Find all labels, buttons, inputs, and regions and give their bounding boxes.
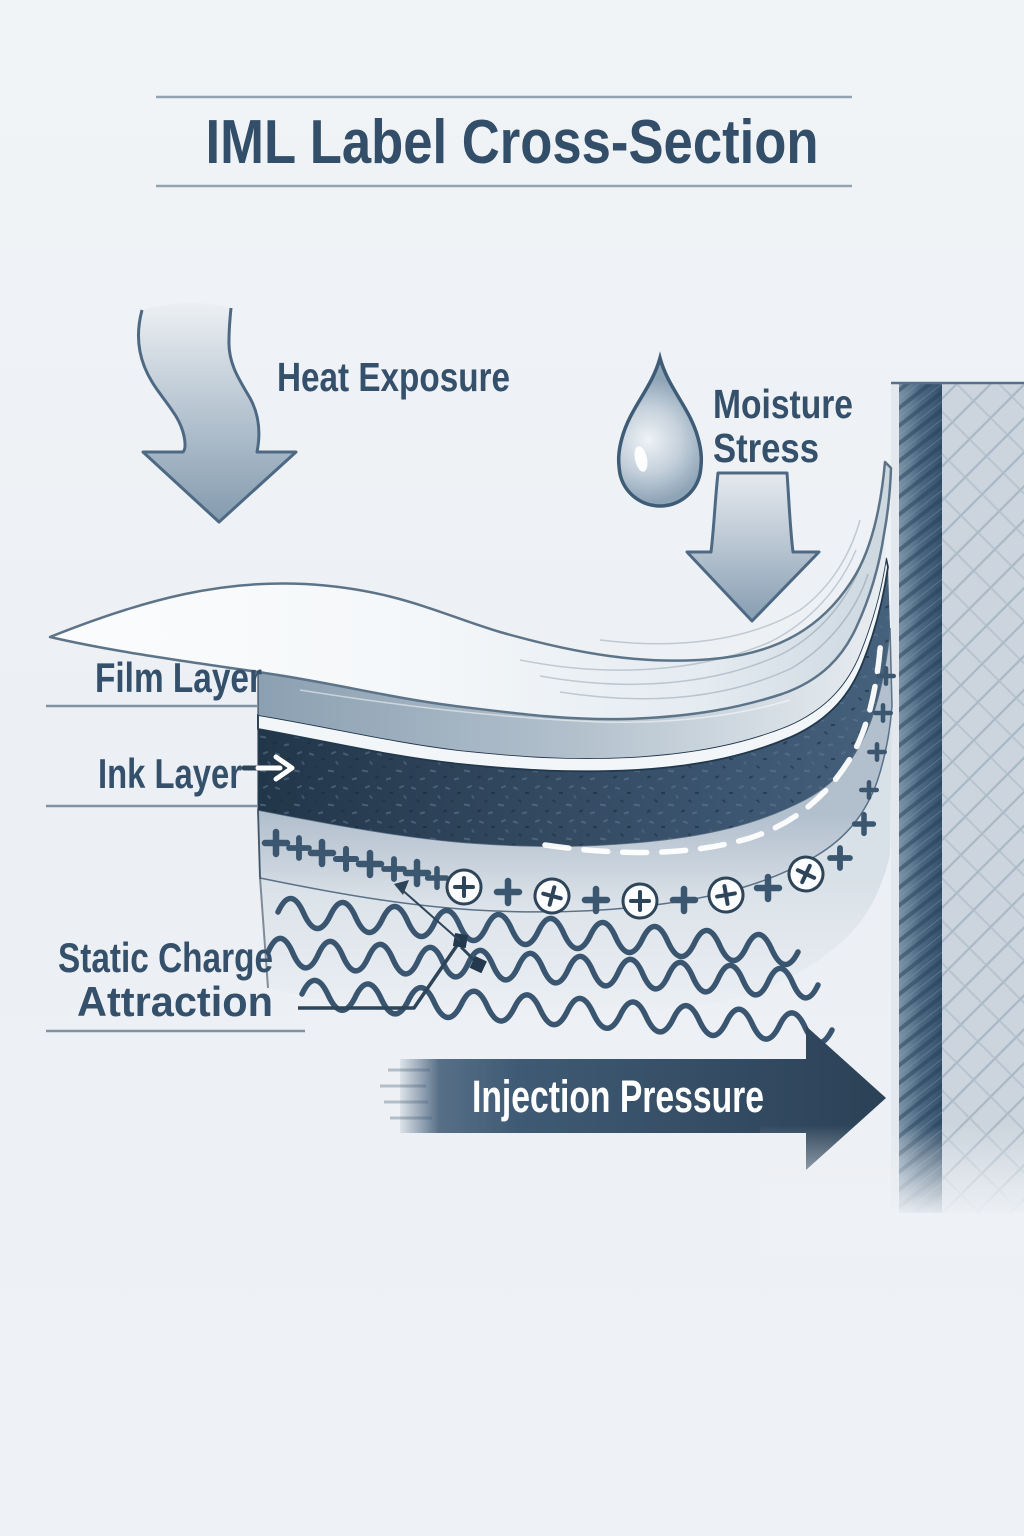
injection-arrow-icon	[380, 1026, 886, 1170]
heat-exposure-label: Heat Exposure	[277, 354, 510, 400]
mold-wall	[891, 381, 1024, 1213]
water-drop-icon	[616, 351, 704, 508]
injection-arrow-tail-streaks	[380, 1068, 432, 1120]
adhesion-layer-shape	[260, 706, 892, 1022]
title-block: IML Label Cross-Section	[156, 95, 852, 188]
mold-wall-crosshatch-2	[942, 383, 1024, 1213]
mold-wall-hatch	[899, 383, 942, 1213]
ink-layer-speckle	[258, 567, 890, 847]
static-charge-label-line1: Static Charge	[58, 934, 273, 981]
injection-pressure-label: Injection Pressure	[472, 1071, 764, 1122]
page-title: IML Label Cross-Section	[206, 108, 819, 177]
film-underside-shape	[258, 534, 886, 759]
film-layer-annotation: Film Layer	[46, 654, 262, 708]
film-striations	[519, 519, 869, 700]
moisture-stress-label-line2: Stress	[713, 425, 819, 471]
static-charge-annotation: Static Charge Attraction	[46, 880, 487, 1033]
ink-layer-label: Ink Layer	[98, 750, 242, 797]
film-underside-streak	[299, 689, 791, 724]
dashed-guide-line	[542, 635, 884, 856]
ink-layer-annotation: Ink Layer	[46, 750, 295, 808]
film-layer-label: Film Layer	[95, 654, 262, 701]
moisture-stress-label-line1: Moisture	[713, 381, 853, 427]
moisture-arrow-icon	[685, 471, 821, 623]
static-charge-label-line2: Attraction	[77, 978, 273, 1025]
static-charge-leader	[298, 880, 487, 1010]
attraction-waves	[265, 895, 835, 1046]
bottom-fade	[760, 1125, 1024, 1255]
label-layer-stack	[48, 460, 894, 1046]
film-layer-shape	[48, 460, 893, 721]
mold-wall-edge	[891, 383, 899, 1213]
heat-arrow-icon	[136, 302, 298, 524]
ink-pointer-icon	[241, 754, 295, 782]
